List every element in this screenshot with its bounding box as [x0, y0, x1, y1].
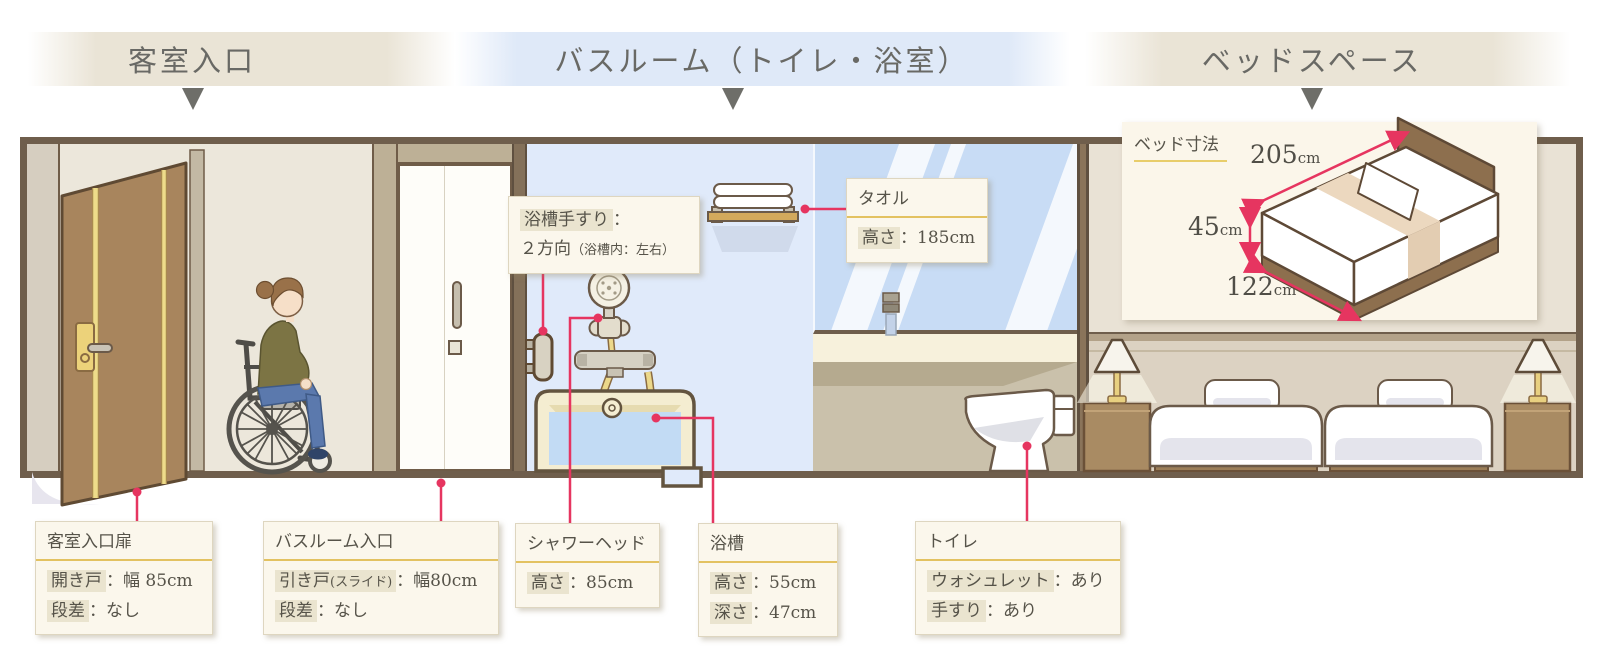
- callout-towel: タオル 高さ：185cm: [846, 178, 988, 263]
- bedroom-trim-rail: [1089, 332, 1576, 341]
- vanity-counter: [813, 334, 1077, 362]
- gold-rule: [264, 559, 498, 562]
- bedroom-trim-line: [1089, 350, 1576, 352]
- callout-bathtub-grab-bar: 浴槽手すり： ２方向（浴槽内：左右）: [508, 196, 700, 274]
- bed-height-dimension: 45cm: [1188, 212, 1243, 241]
- entrance-header-band: [28, 32, 455, 86]
- bed-width-dimension: 122cm: [1226, 272, 1297, 301]
- pointer-triangle-entrance: [182, 88, 204, 110]
- entrance-side-column: [27, 144, 60, 471]
- pointer-triangle-bathroom: [722, 88, 744, 110]
- sliding-door-handle: [452, 281, 462, 329]
- card-shower-head: シャワーヘッド 高さ：85cm: [515, 523, 660, 608]
- bed-panel-title: ベッド寸法: [1134, 130, 1227, 162]
- card-entrance-door: 客室入口扉 開き戸：幅 85cm 段差：なし: [35, 521, 213, 636]
- card-toilet: トイレ ウォシュレット：あり 手すり：あり: [915, 521, 1121, 636]
- gold-rule: [847, 216, 987, 219]
- card-bathtub: 浴槽 高さ：55cm 深さ：47cm: [698, 523, 838, 638]
- sliding-door-seam: [444, 166, 445, 469]
- sliding-door-frame-left: [372, 144, 398, 471]
- section-title-bathroom: バスルーム（トイレ・浴室）: [554, 44, 970, 78]
- bedspace-header-band: [1085, 32, 1570, 86]
- bathroom-header-band: [455, 32, 1070, 86]
- gold-rule: [916, 559, 1120, 562]
- sliding-door-lock: [448, 340, 462, 355]
- room-outline: [20, 137, 1583, 478]
- section-title-bedspace: ベッドスペース: [1201, 44, 1423, 78]
- gold-rule: [516, 561, 659, 564]
- bed-dimensions-panel: ベッド寸法: [1122, 122, 1537, 320]
- gold-rule: [36, 559, 212, 562]
- card-bathroom-entrance: バスルーム入口 引き戸(スライド)：幅80cm 段差：なし: [263, 521, 499, 636]
- gold-rule: [699, 561, 837, 564]
- bed-length-dimension: 205cm: [1250, 140, 1321, 169]
- pointer-triangle-bedspace: [1301, 88, 1323, 110]
- sliding-door-lintel: [398, 144, 512, 164]
- section-title-entrance: 客室入口: [127, 44, 257, 78]
